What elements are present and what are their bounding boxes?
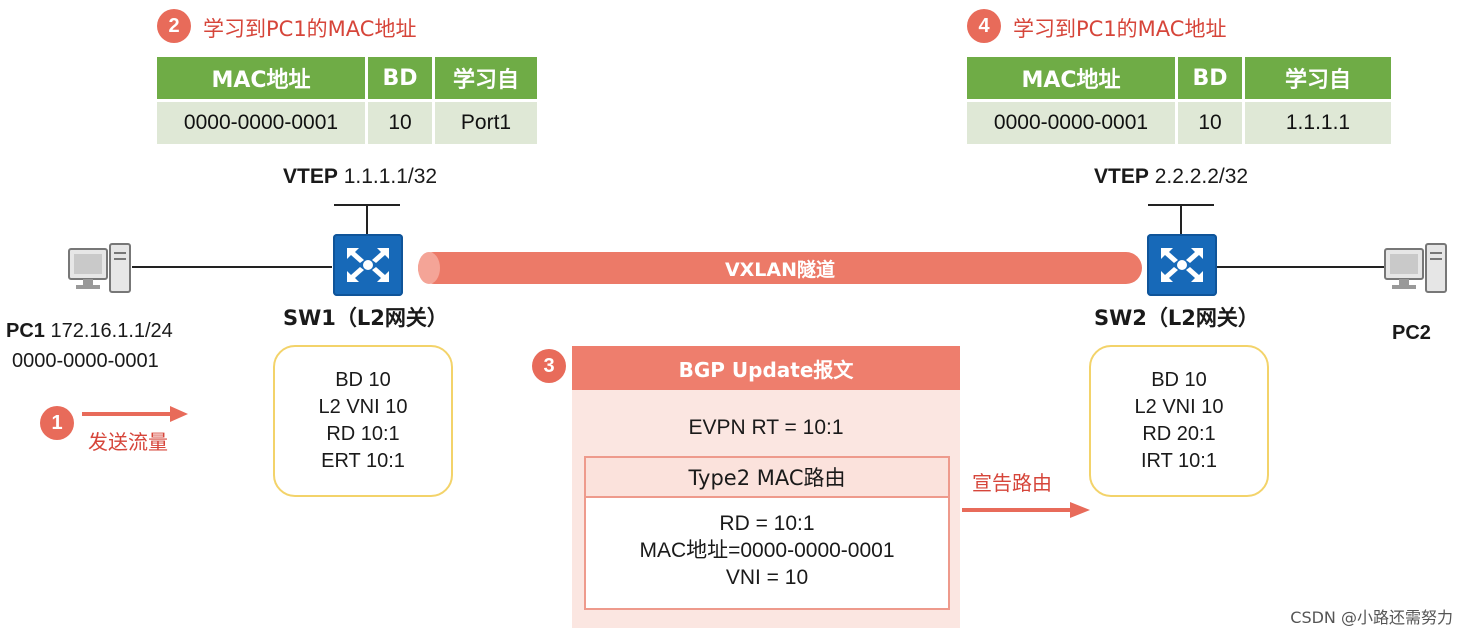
sw2-config-box: BD 10 L2 VNI 10 RD 20:1 IRT 10:1 (1089, 345, 1269, 497)
route-line: VNI = 10 (725, 566, 809, 589)
table-cell: 0000-0000-0001 (967, 99, 1178, 144)
vtep-text: VTEP (1094, 165, 1149, 188)
pc1-mac: 0000-0000-0001 (12, 350, 159, 372)
send-traffic-arrow (82, 406, 188, 422)
sw2-mac-table: MAC地址 BD 学习自 0000-0000-0001 10 1.1.1.1 (967, 57, 1391, 144)
sw1-mac-table: MAC地址 BD 学习自 0000-0000-0001 10 Port1 (157, 57, 537, 144)
table-cell: 10 (1176, 99, 1245, 144)
sw1-label: SW1（L2网关） (283, 306, 448, 330)
vxlan-tunnel: VXLAN隧道 (418, 252, 1142, 284)
pc2-info: PC2 (1392, 318, 1431, 348)
bgp-update-panel: BGP Update报文 EVPN RT = 10:1 Type2 MAC路由 … (572, 346, 960, 628)
tunnel-label: VXLAN隧道 (724, 258, 836, 281)
pc1-name: PC1 (6, 320, 45, 342)
step-4-title: 学习到PC1的MAC地址 (1013, 17, 1227, 41)
announce-route-label: 宣告路由 (972, 471, 1052, 495)
config-line: IRT 10:1 (1141, 450, 1217, 472)
pc1-info: PC1 172.16.1.1/24 0000-0000-0001 (6, 316, 173, 376)
config-line: RD 20:1 (1142, 423, 1216, 445)
mac-route-body: RD = 10:1 MAC地址=0000-0000-0001 VNI = 10 (586, 498, 948, 591)
config-line: ERT 10:1 (321, 450, 405, 472)
sw2-vtep-label: VTEP 2.2.2.2/32 (1094, 165, 1248, 189)
config-line: BD 10 (1151, 369, 1207, 391)
mac-route-title: Type2 MAC路由 (586, 458, 948, 498)
evpn-rt: EVPN RT = 10:1 (688, 416, 844, 439)
table-row: 0000-0000-0001 10 Port1 (157, 99, 537, 144)
config-line: L2 VNI 10 (318, 396, 408, 418)
sw2-label: SW2（L2网关） (1094, 306, 1259, 330)
type2-mac-route: Type2 MAC路由 RD = 10:1 MAC地址=0000-0000-00… (584, 456, 950, 610)
mac-table-header: 学习自 (1243, 57, 1391, 101)
watermark: CSDN @小路还需努力 (1290, 608, 1453, 627)
table-cell: 10 (366, 99, 435, 144)
switch-icon (333, 234, 403, 296)
table-cell: 0000-0000-0001 (157, 99, 368, 144)
tunnel-cap (418, 252, 440, 284)
switch-icon (1147, 234, 1217, 296)
config-line: RD 10:1 (326, 423, 400, 445)
vtep-ip: 1.1.1.1/32 (343, 165, 438, 188)
step-2-badge: 2 (157, 9, 191, 43)
computer-icon (68, 243, 132, 299)
config-line: L2 VNI 10 (1134, 396, 1224, 418)
step-1-badge: 1 (40, 406, 74, 440)
mac-table-header: 学习自 (433, 57, 537, 101)
step-3-badge: 3 (532, 349, 566, 383)
bgp-update-title: BGP Update报文 (572, 346, 960, 390)
sw2-antenna-stem (1180, 204, 1182, 234)
sw1-config-box: BD 10 L2 VNI 10 RD 10:1 ERT 10:1 (273, 345, 453, 497)
computer-icon (1384, 243, 1448, 299)
pc2-name: PC2 (1392, 322, 1431, 344)
sw1-vtep-label: VTEP 1.1.1.1/32 (283, 165, 437, 189)
step-4-badge: 4 (967, 9, 1001, 43)
table-cell: 1.1.1.1 (1243, 99, 1391, 144)
mac-table-header: MAC地址 (967, 57, 1178, 101)
pc1-ip: 172.16.1.1/24 (50, 320, 173, 342)
table-cell: Port1 (433, 99, 537, 144)
send-traffic-label: 发送流量 (88, 430, 168, 454)
mac-table-header: MAC地址 (157, 57, 368, 101)
pc1-sw1-link (132, 266, 332, 268)
vtep-ip: 2.2.2.2/32 (1154, 165, 1249, 188)
sw1-antenna-stem (366, 204, 368, 234)
sw2-pc2-link (1216, 266, 1386, 268)
route-line: MAC地址=0000-0000-0001 (639, 539, 895, 562)
mac-table-header: BD (1176, 57, 1245, 101)
mac-table-header: BD (366, 57, 435, 101)
vtep-text: VTEP (283, 165, 338, 188)
route-line: RD = 10:1 (719, 512, 815, 535)
step-2-title: 学习到PC1的MAC地址 (203, 17, 417, 41)
announce-route-arrow (962, 502, 1090, 518)
config-line: BD 10 (335, 369, 391, 391)
table-row: 0000-0000-0001 10 1.1.1.1 (967, 99, 1391, 144)
